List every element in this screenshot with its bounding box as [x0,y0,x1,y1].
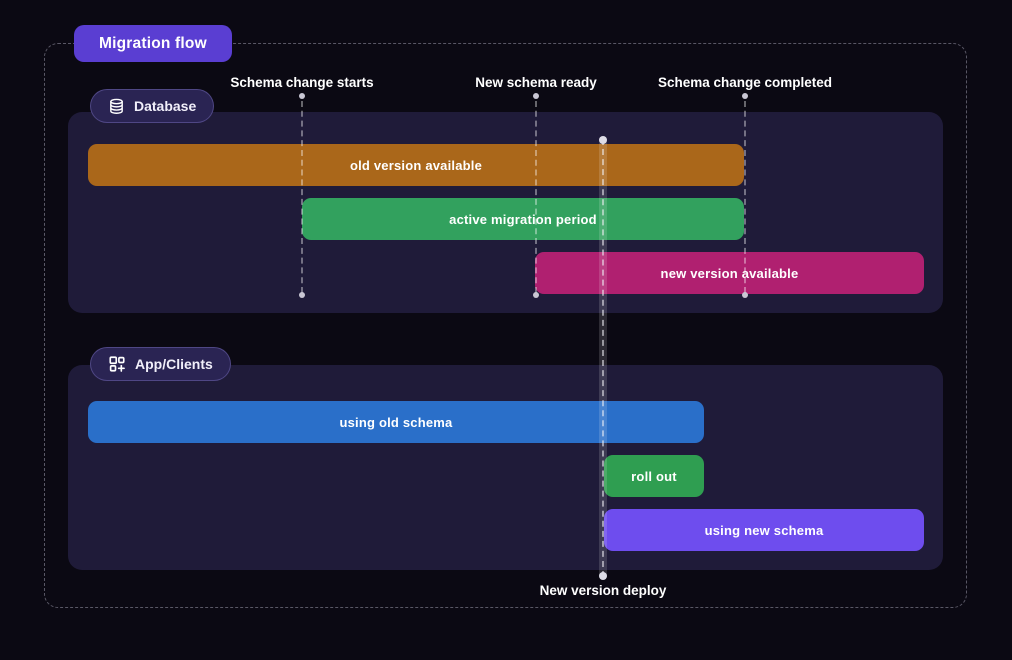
deploy-marker-line [602,139,604,577]
marker-label-new-schema-ready: New schema ready [475,75,597,90]
bar-using-new-schema: using new schema [604,509,924,551]
marker-dot-top [299,93,305,99]
bar-roll-out: roll out [604,455,704,497]
marker-label-new-version-deploy: New version deploy [539,583,667,598]
apps-plus-icon [108,355,126,373]
guide-line-schema-change-starts [301,101,303,293]
deploy-dot-bottom [599,572,607,580]
bar-old-version-available: old version available [88,144,744,186]
guide-line-schema-change-completed [744,101,746,293]
title-badge: Migration flow [74,25,232,62]
app-clients-section-label: App/Clients [135,356,213,372]
marker-dot-bottom [742,292,748,298]
database-section-badge: Database [90,89,215,123]
marker-dot-top [742,93,748,99]
marker-dot-top [533,93,539,99]
marker-label-schema-change-completed: Schema change completed [657,75,833,90]
diagram-dashed-border [44,43,967,608]
guide-line-new-schema-ready [535,101,537,293]
marker-dot-bottom [533,292,539,298]
marker-dot-bottom [299,292,305,298]
bar-new-version-available: new version available [535,252,924,294]
database-icon [108,98,125,115]
marker-label-schema-change-starts: Schema change starts [230,75,374,90]
bar-active-migration-period: active migration period [302,198,744,240]
deploy-dot-top [599,136,607,144]
database-section-label: Database [134,98,197,114]
app-clients-section-badge: App/Clients [90,347,231,381]
bar-using-old-schema: using old schema [88,401,704,443]
